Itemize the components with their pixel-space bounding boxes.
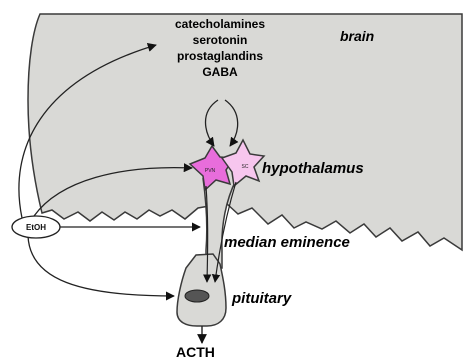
hypothalamus-label: hypothalamus (262, 160, 364, 177)
neuron-left-label: PVN (205, 168, 216, 174)
etoh-label: EtOH (26, 223, 46, 232)
acth-label: ACTH (176, 344, 215, 360)
neurotransmitter-serotonin: serotonin (150, 32, 290, 48)
median-eminence-label: median eminence (224, 234, 350, 251)
arrow-etoh-pituitary (28, 236, 174, 296)
pituitary-nucleus (185, 290, 209, 302)
neurotransmitter-catecholamines: catecholamines (150, 16, 290, 32)
neuron-right-label: SC (242, 164, 249, 170)
neurotransmitter-prostaglandins: prostaglandins (150, 48, 290, 64)
brain-label: brain (340, 28, 374, 44)
neurotransmitter-gaba: GABA (150, 64, 290, 80)
pituitary-label: pituitary (232, 290, 291, 307)
